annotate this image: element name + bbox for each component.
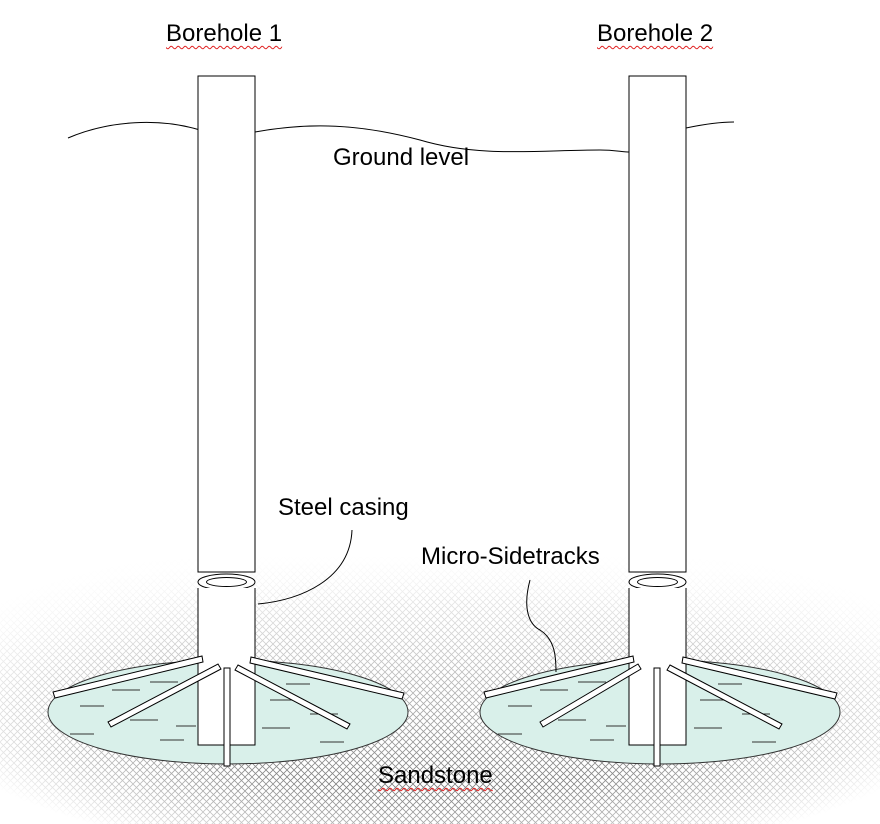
borehole-2 (479, 75, 841, 767)
micro-sidetracks-label: Micro-Sidetracks (421, 543, 600, 570)
ground-level-line (67, 121, 735, 153)
ground-level-label: Ground level (333, 144, 470, 171)
sandstone-label: Sandstone (378, 762, 493, 789)
borehole-1 (47, 75, 409, 767)
borehole-1-label: Borehole 1 (166, 20, 283, 47)
borehole-1-sidetracks (52, 655, 405, 767)
borehole-2-sidetracks (483, 655, 838, 767)
micro-sidetracks-leader (526, 579, 557, 673)
steel-casing-leader (257, 529, 353, 605)
borehole-2-label: Borehole 2 (597, 20, 714, 47)
borehole-1-upper-pipe (197, 75, 256, 573)
borehole-2-upper-pipe (628, 75, 687, 573)
steel-casing-label: Steel casing (278, 494, 409, 521)
